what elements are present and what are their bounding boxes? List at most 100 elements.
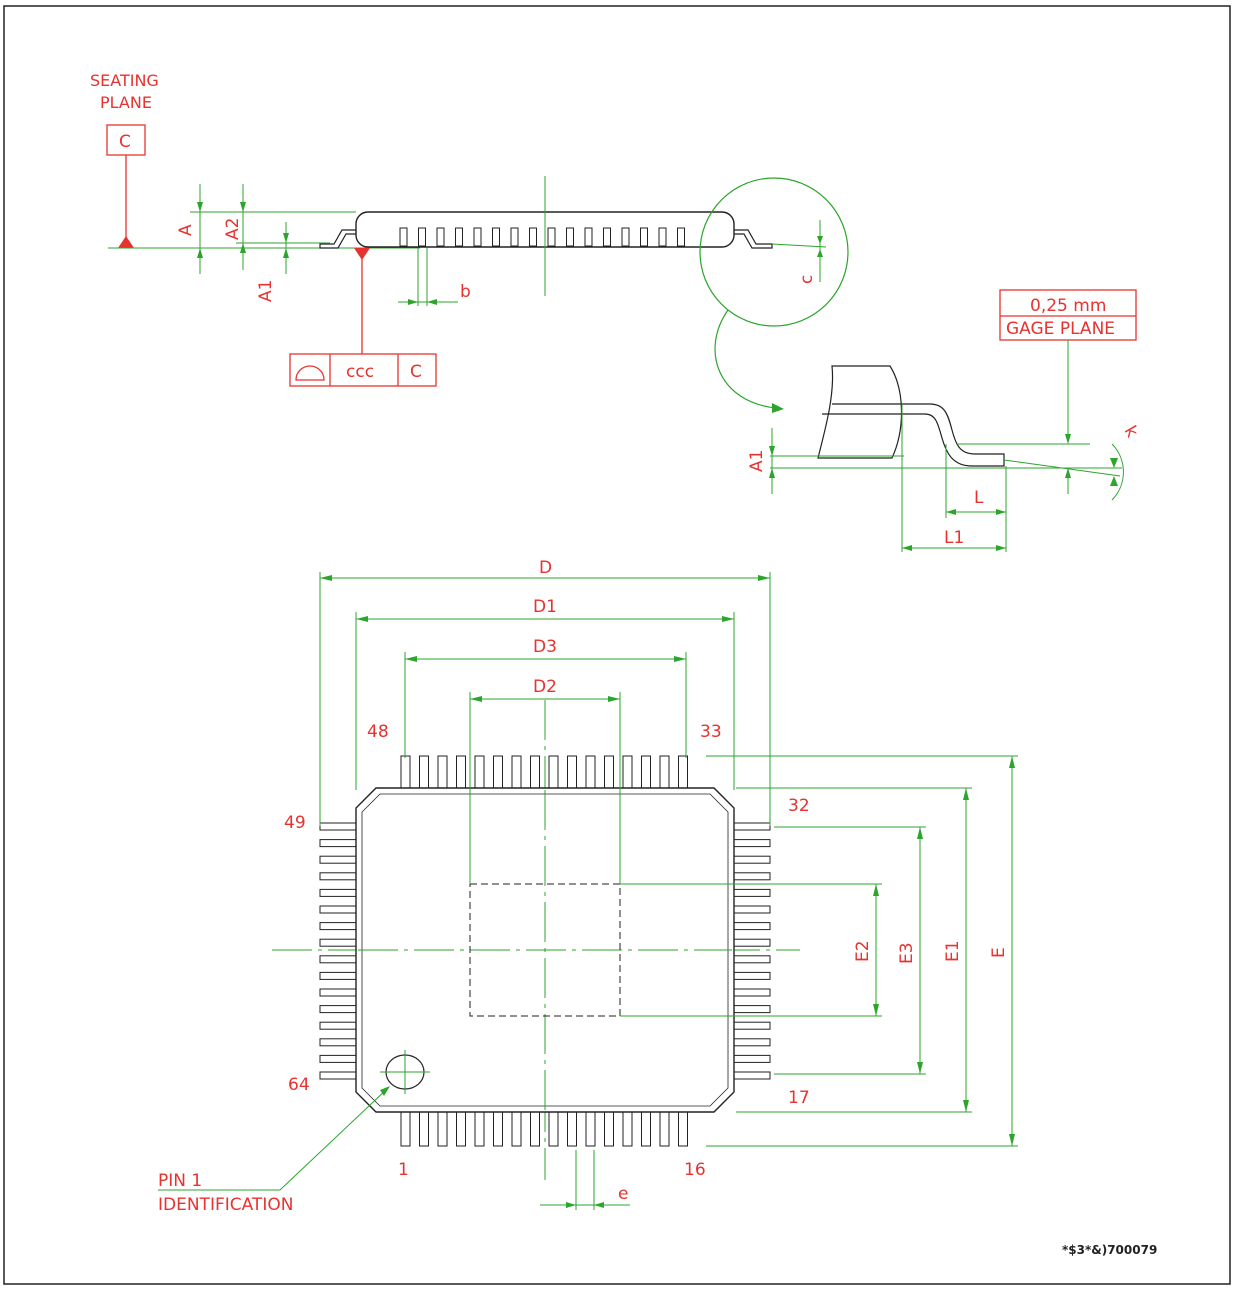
lead-bottom: [530, 1111, 540, 1147]
dim-l1-label: L1: [944, 528, 964, 548]
lead-bottom: [585, 1111, 596, 1147]
arrow-icon: [817, 236, 823, 244]
arrow-icon: [594, 1202, 604, 1208]
dim-b-label: b: [460, 282, 471, 302]
lead-right: [733, 1054, 771, 1063]
lead-right: [733, 922, 771, 931]
lead-bottom: [511, 1111, 522, 1147]
seating-plane-label-1: SEATING: [90, 71, 159, 90]
dim-e3-label: E3: [897, 942, 917, 964]
lead-right: [733, 1071, 771, 1080]
side-lead: [399, 227, 408, 247]
detail-body: [817, 365, 903, 459]
pin-number-33: 33: [700, 722, 722, 742]
pin-number-49: 49: [284, 813, 306, 833]
lead-top: [511, 755, 522, 789]
dim-a2-label: A2: [223, 218, 243, 240]
dim-e2-label: E2: [853, 940, 873, 962]
pin1-id-label-1: PIN 1: [158, 1171, 202, 1191]
arrow-icon: [1009, 756, 1015, 768]
arrow-icon: [917, 827, 923, 839]
detail-circle: [699, 177, 849, 327]
arrow-icon: [873, 884, 879, 896]
side-view-leads: [399, 227, 685, 247]
arrow-icon: [283, 248, 289, 258]
side-lead: [677, 227, 685, 247]
lead-top: [493, 755, 503, 789]
arrow-icon: [408, 299, 418, 305]
lead-right: [733, 822, 771, 831]
lead-top: [530, 755, 540, 789]
package-body-inner: [361, 793, 729, 1107]
lead-bottom: [641, 1111, 651, 1147]
lead-top: [400, 755, 411, 789]
lead-top: [474, 755, 485, 789]
lead-left: [319, 988, 357, 997]
arrow-icon: [946, 509, 956, 515]
top-view: PIN 1 IDENTIFICATION D D1 D3 D2 E: [158, 558, 1018, 1215]
lead-detail-view: 0,25 mm GAGE PLANE A1 L L1: [747, 289, 1142, 552]
lead-right: [733, 888, 771, 897]
arrow-icon: [996, 545, 1006, 551]
lead-top: [437, 755, 448, 789]
lead-top: [659, 755, 670, 789]
detail-lead: [902, 403, 1005, 467]
arrow-icon: [963, 788, 969, 800]
lead-right: [733, 938, 771, 947]
side-lead: [640, 227, 648, 247]
lead-left: [319, 855, 357, 864]
dim-e1-label: E1: [943, 940, 963, 962]
arrow-icon: [240, 243, 246, 253]
lead-left: [319, 1054, 357, 1063]
lead-bottom: [622, 1111, 633, 1147]
lead-left: [319, 839, 357, 848]
lead-bottom: [419, 1111, 429, 1147]
side-lead: [621, 227, 630, 247]
dim-d2-label: D2: [533, 677, 557, 697]
lead-right: [733, 1038, 771, 1047]
arrow-icon: [608, 696, 620, 702]
dim-a-label: A: [176, 224, 196, 236]
pin-number-1: 1: [398, 1160, 409, 1180]
datum-triangle-icon: [118, 236, 134, 248]
lead-bottom: [659, 1111, 670, 1147]
arrow-icon: [772, 403, 784, 413]
side-lead: [566, 227, 574, 247]
lead-top: [456, 755, 466, 789]
side-lead: [547, 227, 556, 247]
lead-left: [319, 971, 357, 980]
lead-top: [622, 755, 633, 789]
arrow-icon: [996, 509, 1006, 515]
arrow-icon: [197, 248, 203, 258]
lead-right: [733, 1005, 771, 1014]
seating-plane-label-2: PLANE: [100, 93, 152, 112]
arrow-icon: [470, 696, 482, 702]
dim-k-label: k: [1120, 423, 1142, 442]
lead-top: [604, 755, 614, 789]
lead-left: [319, 922, 357, 931]
pin-number-16: 16: [684, 1160, 706, 1180]
profile-of-surface-icon: [295, 365, 325, 381]
side-lead: [510, 227, 519, 247]
page-border: [3, 5, 1231, 1285]
detail-angle-line: [1003, 459, 1121, 477]
arrow-icon: [758, 575, 770, 581]
side-lead: [529, 227, 537, 247]
lead-right: [733, 988, 771, 997]
arrow-icon: [1110, 476, 1118, 486]
detail-arrow-curve: [714, 309, 777, 409]
lead-left: [319, 1005, 357, 1014]
right-lead: [734, 229, 773, 249]
pin-number-32: 32: [788, 796, 810, 816]
dim-e-label: E: [989, 947, 1009, 958]
exposed-pad-outline: [469, 883, 621, 1017]
pin-number-48: 48: [367, 722, 389, 742]
lead-left: [319, 955, 357, 964]
detail-a1-label: A1: [747, 450, 767, 472]
side-lead: [473, 227, 482, 247]
ext-line-c: [771, 243, 827, 248]
lead-right: [733, 955, 771, 964]
left-lead: [319, 229, 356, 249]
